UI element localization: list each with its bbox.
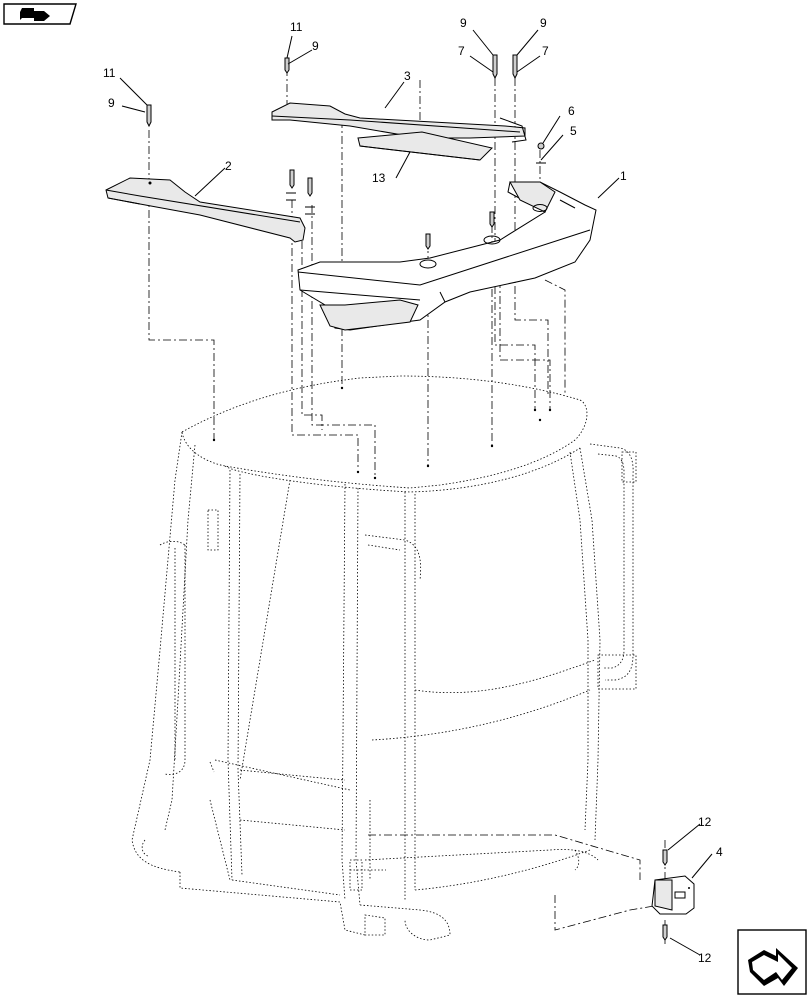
callout-7-a: 7: [458, 44, 465, 58]
callout-9-b: 9: [540, 16, 547, 30]
callout-13: 13: [372, 171, 386, 185]
callout-12-top: 12: [698, 815, 712, 829]
callout-7-b: 7: [542, 44, 549, 58]
previous-page-arrow-icon[interactable]: [3, 3, 77, 25]
part-3-upper-rail: [271, 102, 527, 143]
cab-outline: [131, 375, 637, 941]
part-2-left-rail: [105, 177, 306, 243]
leader-lines: [119, 29, 713, 956]
callout-1: 1: [620, 169, 627, 183]
callout-9-a: 9: [460, 16, 467, 30]
callout-9-top: 9: [312, 39, 319, 53]
fasteners: [146, 54, 668, 941]
part-1-front-trim: [297, 181, 597, 331]
callout-5: 5: [570, 124, 577, 138]
callout-labels: 11 9 11 9 3 2 13 9 9 7 7 6 5 1 12 4 12: [103, 16, 723, 965]
callout-3: 3: [404, 69, 411, 83]
part-13-strip: [357, 131, 493, 161]
callout-6: 6: [568, 104, 575, 118]
alignment-lines: [148, 62, 666, 945]
callout-11-left: 11: [103, 66, 116, 80]
callout-12-bottom: 12: [698, 951, 712, 965]
callout-4: 4: [716, 845, 723, 859]
next-page-arrow-icon[interactable]: [737, 929, 807, 995]
callout-9-left: 9: [108, 96, 115, 110]
part-4-bracket: [651, 875, 695, 915]
callout-11-top: 11: [290, 20, 303, 34]
callout-2: 2: [225, 159, 232, 173]
